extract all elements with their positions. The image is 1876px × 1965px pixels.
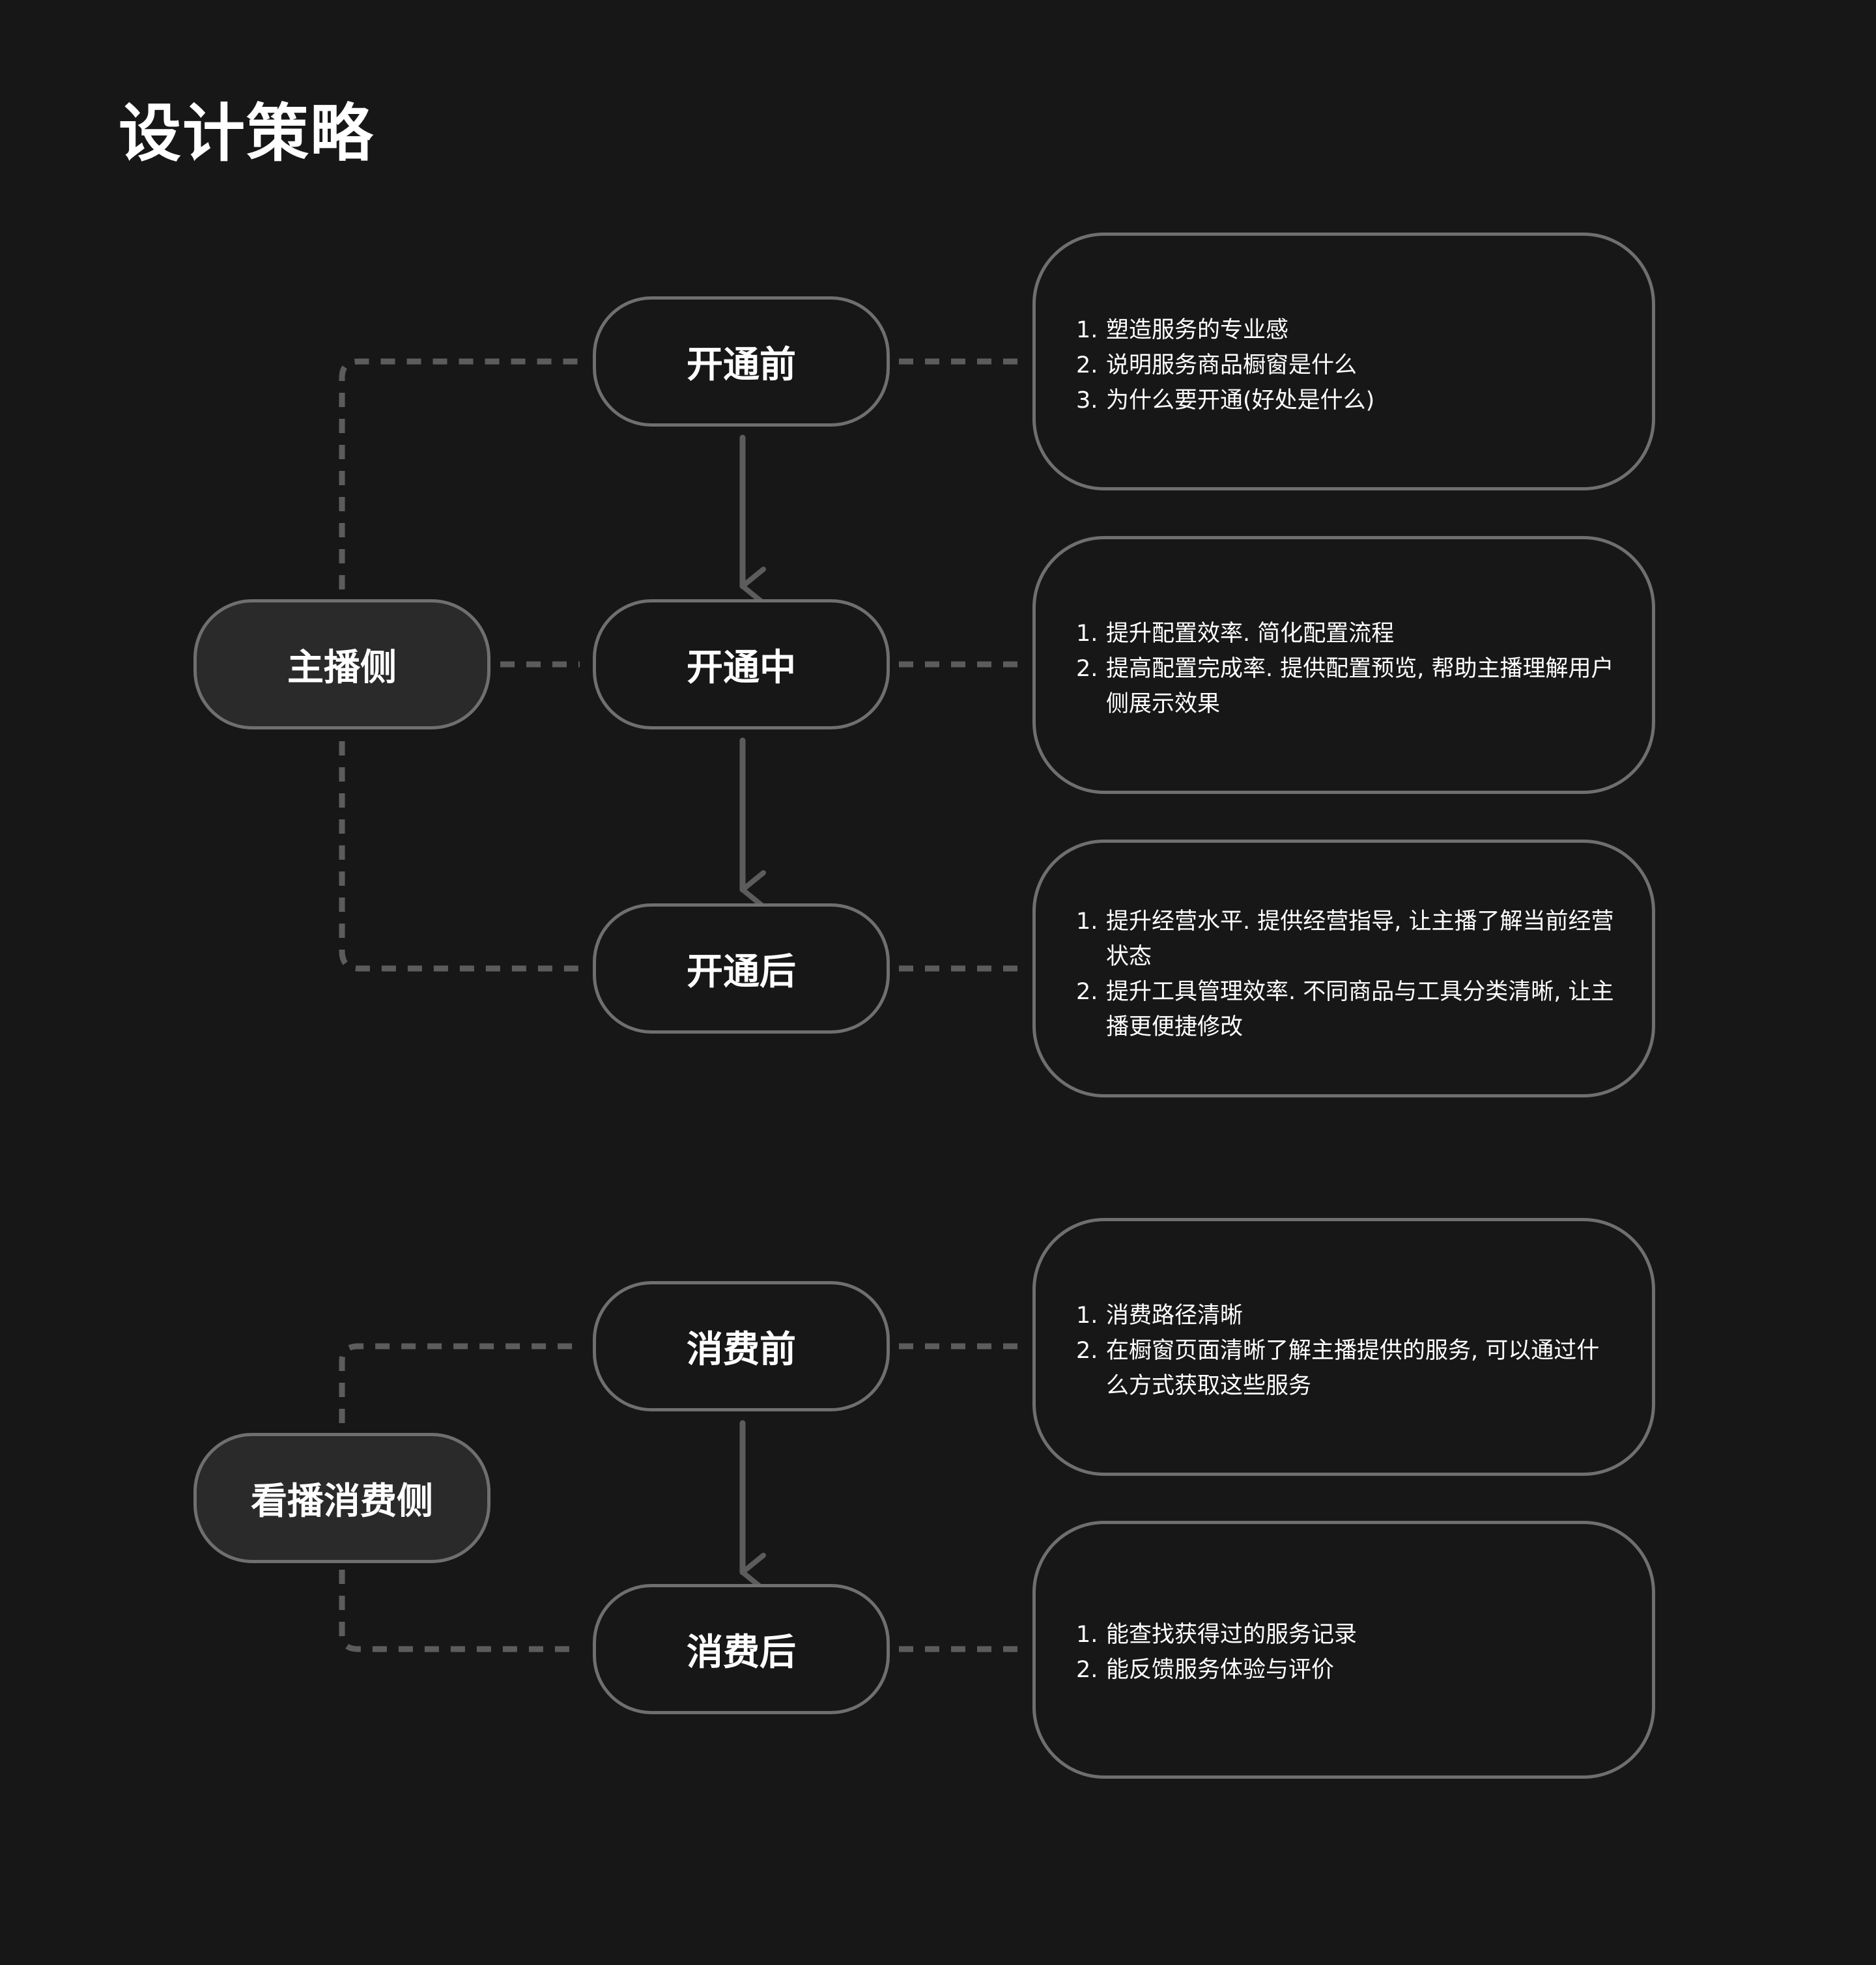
list-item-text: 为什么要开通(好处是什么) bbox=[1106, 388, 1375, 414]
list-item-number: 2. bbox=[1076, 979, 1098, 1005]
strategy-list: 1. 提升配置效率. 简化配置流程 2. 提高配置完成率. 提供配置预览, 帮助主播… bbox=[1076, 616, 1619, 722]
stage-node-label: 开通中 bbox=[687, 646, 796, 689]
stage-node-during-activation: 开通中 bbox=[593, 599, 890, 729]
list-item: 1. 提升配置效率. 简化配置流程 bbox=[1076, 616, 1619, 651]
dashed-connector-side-to-stage-3 bbox=[339, 741, 580, 972]
stage-node-label: 开通前 bbox=[687, 343, 796, 386]
list-item: 3. 为什么要开通(好处是什么) bbox=[1076, 383, 1619, 418]
strategy-list: 1. 提升经营水平. 提供经营指导, 让主播了解当前经营状态 2. 提升工具管理效率… bbox=[1076, 904, 1619, 1045]
list-item: 2. 提升工具管理效率. 不同商品与工具分类清晰, 让主播更便捷修改 bbox=[1076, 974, 1619, 1045]
list-item-number: 1. bbox=[1076, 317, 1098, 343]
list-item-number: 1. bbox=[1076, 621, 1098, 647]
list-item-number: 2. bbox=[1076, 1338, 1098, 1364]
strategy-card-after-consumption: 1. 能查找获得过的服务记录 2. 能反馈服务体验与评价 bbox=[1032, 1521, 1655, 1779]
stage-node-label: 开通后 bbox=[687, 950, 796, 993]
list-item-text: 能反馈服务体验与评价 bbox=[1106, 1657, 1335, 1683]
list-item-number: 3. bbox=[1076, 388, 1098, 414]
strategy-card-during-activation: 1. 提升配置效率. 简化配置流程 2. 提高配置完成率. 提供配置预览, 帮助主播… bbox=[1032, 536, 1655, 794]
list-item-number: 1. bbox=[1076, 909, 1098, 935]
list-item-text: 说明服务商品橱窗是什么 bbox=[1106, 352, 1357, 378]
list-item: 1. 提升经营水平. 提供经营指导, 让主播了解当前经营状态 bbox=[1076, 904, 1619, 974]
stage-node-label: 消费前 bbox=[687, 1328, 796, 1371]
strategy-card-before-consumption: 1. 消费路径清晰 2. 在橱窗页面清晰了解主播提供的服务, 可以通过什么方式获取这… bbox=[1032, 1218, 1655, 1476]
strategy-list: 1. 消费路径清晰 2. 在橱窗页面清晰了解主播提供的服务, 可以通过什么方式获取这… bbox=[1076, 1298, 1619, 1404]
list-item-text: 塑造服务的专业感 bbox=[1106, 317, 1289, 343]
strategy-card-before-activation: 1. 塑造服务的专业感 2. 说明服务商品橱窗是什么 3. 为什么要开通(好处是什么) bbox=[1032, 233, 1655, 490]
stage-node-after-consumption: 消费后 bbox=[593, 1584, 890, 1714]
stage-node-before-activation: 开通前 bbox=[593, 296, 890, 427]
list-item: 2. 提高配置完成率. 提供配置预览, 帮助主播理解用户侧展示效果 bbox=[1076, 651, 1619, 722]
stage-node-after-activation: 开通后 bbox=[593, 903, 890, 1034]
list-item: 1. 塑造服务的专业感 bbox=[1076, 313, 1619, 348]
list-item-text: 在橱窗页面清晰了解主播提供的服务, 可以通过什么方式获取这些服务 bbox=[1106, 1338, 1600, 1399]
dashed-connector-side-to-stage-1 bbox=[339, 358, 580, 589]
list-item: 1. 能查找获得过的服务记录 bbox=[1076, 1617, 1619, 1652]
side-node-viewer-consumer: 看播消费侧 bbox=[193, 1433, 490, 1563]
stage-node-before-consumption: 消费前 bbox=[593, 1281, 890, 1411]
strategy-card-after-activation: 1. 提升经营水平. 提供经营指导, 让主播了解当前经营状态 2. 提升工具管理效率… bbox=[1032, 840, 1655, 1097]
list-item: 2. 能反馈服务体验与评价 bbox=[1076, 1652, 1619, 1688]
list-item: 2. 说明服务商品橱窗是什么 bbox=[1076, 348, 1619, 383]
list-item-text: 能查找获得过的服务记录 bbox=[1106, 1622, 1357, 1648]
dashed-connector-side2-to-stage-1 bbox=[339, 1343, 580, 1423]
list-item-text: 消费路径清晰 bbox=[1106, 1303, 1244, 1329]
list-item: 2. 在橱窗页面清晰了解主播提供的服务, 可以通过什么方式获取这些服务 bbox=[1076, 1333, 1619, 1404]
dashed-connector-side2-to-stage-2 bbox=[339, 1570, 580, 1652]
page-title: 设计策略 bbox=[119, 97, 374, 170]
list-item-number: 1. bbox=[1076, 1622, 1098, 1648]
list-item-text: 提升工具管理效率. 不同商品与工具分类清晰, 让主播更便捷修改 bbox=[1106, 979, 1614, 1040]
list-item-text: 提升配置效率. 简化配置流程 bbox=[1106, 621, 1395, 647]
list-item-text: 提升经营水平. 提供经营指导, 让主播了解当前经营状态 bbox=[1106, 909, 1614, 970]
list-item-number: 1. bbox=[1076, 1303, 1098, 1329]
stage-node-label: 消费后 bbox=[687, 1631, 796, 1674]
strategy-list: 1. 塑造服务的专业感 2. 说明服务商品橱窗是什么 3. 为什么要开通(好处是什么) bbox=[1076, 313, 1619, 418]
list-item-number: 2. bbox=[1076, 1657, 1098, 1683]
side-node-label: 看播消费侧 bbox=[251, 1480, 433, 1523]
list-item-number: 2. bbox=[1076, 656, 1098, 682]
strategy-list: 1. 能查找获得过的服务记录 2. 能反馈服务体验与评价 bbox=[1076, 1617, 1619, 1688]
list-item: 1. 消费路径清晰 bbox=[1076, 1298, 1619, 1333]
side-node-label: 主播侧 bbox=[287, 646, 397, 689]
side-node-streamer: 主播侧 bbox=[193, 599, 490, 729]
list-item-text: 提高配置完成率. 提供配置预览, 帮助主播理解用户侧展示效果 bbox=[1106, 656, 1614, 717]
list-item-number: 2. bbox=[1076, 352, 1098, 378]
